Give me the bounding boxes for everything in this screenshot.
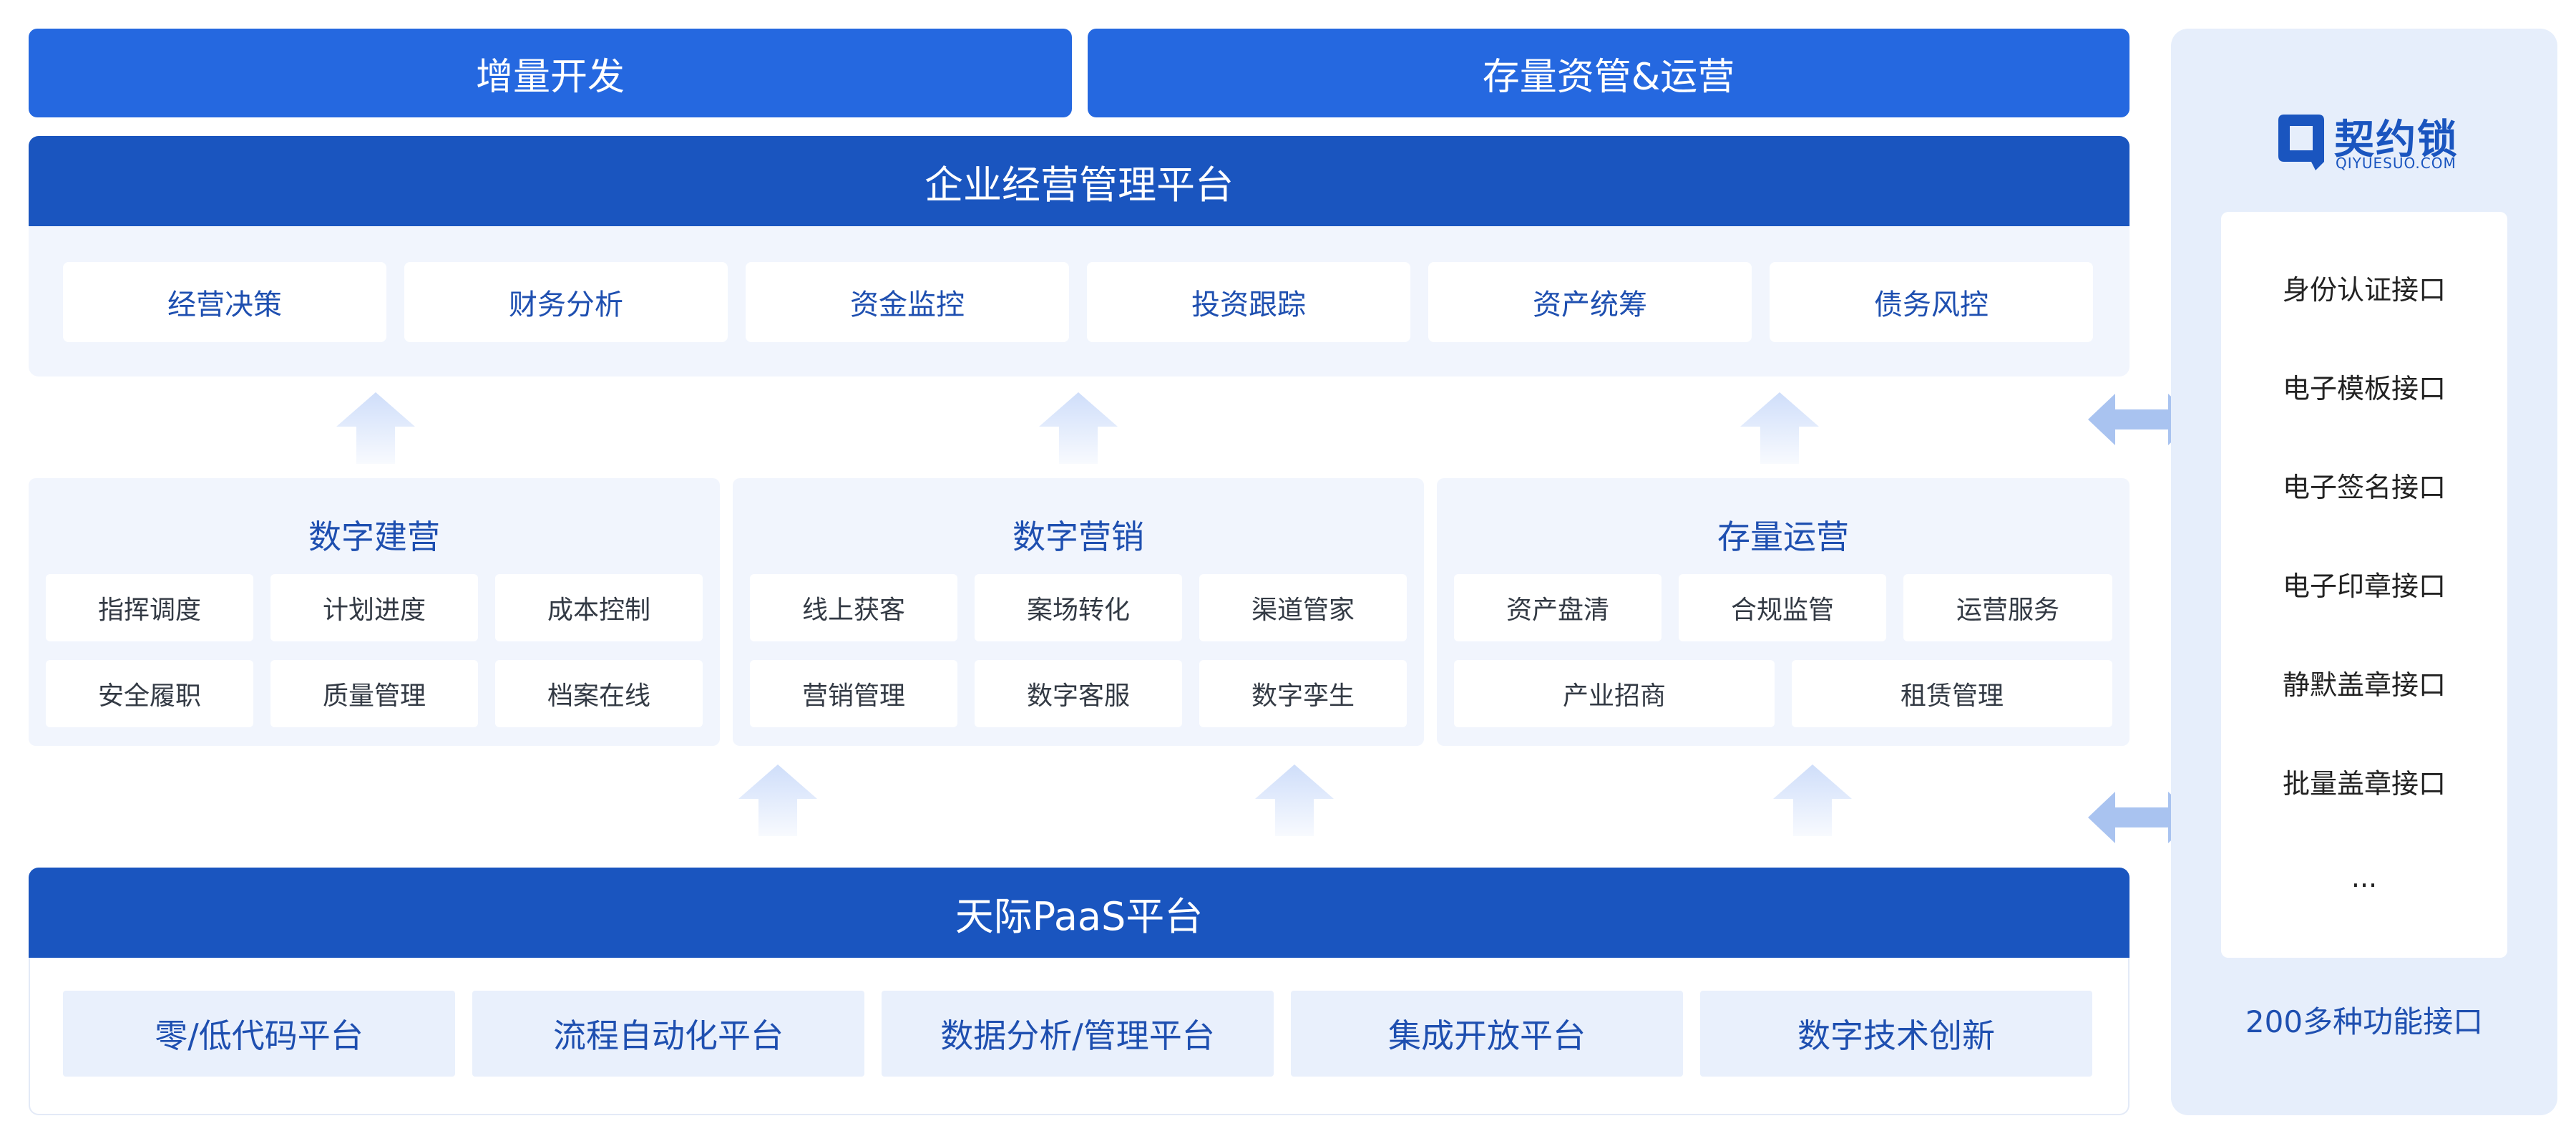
enterprise-platform-title: 企业经营管理平台 [924, 162, 1234, 208]
paas-item-label: 流程自动化平台 [553, 1016, 784, 1055]
enterprise-item-asset-plan: 资产统筹 [1428, 262, 1752, 342]
qiyuesuo-sidebar: 契约锁 QIYUESUO.COM 身份认证接口 电子模板接口 电子签名接口 电子… [2171, 29, 2557, 1115]
module-item-label: 运营服务 [1956, 596, 2059, 625]
module-item-label: 资产盘清 [1506, 596, 1609, 625]
module-item: 计划进度 [270, 574, 478, 641]
api-list-card: 身份认证接口 电子模板接口 电子签名接口 电子印章接口 静默盖章接口 批量盖章接… [2221, 212, 2507, 958]
module-item-label: 成本控制 [547, 596, 650, 625]
module-title: 数字建营 [308, 518, 440, 556]
up-arrow-icon [1039, 392, 1118, 464]
enterprise-platform-panel: 经营决策 财务分析 资金监控 投资跟踪 资产统筹 债务风控 [29, 226, 2129, 377]
double-arrow-icon [2088, 792, 2195, 843]
enterprise-item-fund-monitor: 资金监控 [746, 262, 1069, 342]
module-item-label: 质量管理 [322, 681, 426, 711]
enterprise-item-label: 资产统筹 [1533, 288, 1647, 321]
paas-platform-title-bar: 天际PaaS平台 [29, 868, 2129, 958]
module-digital-construction: 数字建营 指挥调度 计划进度 成本控制 安全履职 质量管理 档案在线 [29, 478, 720, 746]
module-item: 质量管理 [270, 660, 478, 727]
up-arrow-icon [1255, 764, 1334, 836]
module-item-label: 数字孪生 [1251, 681, 1355, 711]
api-item-batch-seal: 批量盖章接口 [2282, 768, 2446, 800]
module-item-label: 产业招商 [1562, 681, 1666, 711]
enterprise-item-label: 债务风控 [1874, 288, 1989, 321]
paas-platform-title: 天际PaaS平台 [955, 893, 1204, 939]
api-item-signature: 电子签名接口 [2282, 472, 2446, 503]
up-arrow-icon [1773, 764, 1852, 836]
module-item-label: 合规监管 [1730, 596, 1834, 625]
banner-incremental-development: 增量开发 [29, 29, 1072, 117]
api-item-silent-seal: 静默盖章接口 [2282, 669, 2446, 701]
module-item-label: 营销管理 [801, 681, 905, 711]
double-arrow-icon [2088, 394, 2195, 445]
banner-stock-label: 存量资管&运营 [1482, 55, 1735, 99]
module-item: 合规监管 [1679, 574, 1886, 641]
module-item-label: 指挥调度 [97, 596, 201, 625]
module-item: 租赁管理 [1792, 660, 2112, 727]
enterprise-item-label: 财务分析 [509, 288, 623, 321]
enterprise-item-decision: 经营决策 [63, 262, 386, 342]
module-title: 存量运营 [1717, 518, 1849, 556]
module-item: 成本控制 [495, 574, 703, 641]
up-arrow-icon [336, 392, 415, 464]
api-item-template: 电子模板接口 [2282, 373, 2446, 404]
paas-item-label: 数据分析/管理平台 [940, 1016, 1215, 1055]
module-item-label: 安全履职 [97, 681, 201, 711]
paas-item-data-analysis: 数据分析/管理平台 [882, 991, 1274, 1077]
module-item-label: 计划进度 [322, 596, 426, 625]
module-item-label: 数字客服 [1026, 681, 1130, 711]
up-arrow-icon [1740, 392, 1819, 464]
paas-platform-panel: 零/低代码平台 流程自动化平台 数据分析/管理平台 集成开放平台 数字技术创新 [29, 958, 2129, 1115]
enterprise-platform-title-bar: 企业经营管理平台 [29, 136, 2129, 226]
logo-text: 契约锁 [2334, 117, 2459, 163]
logo-subtext: QIYUESUO.COM [2336, 155, 2457, 172]
module-item: 案场转化 [975, 574, 1182, 641]
module-item-label: 案场转化 [1026, 596, 1130, 625]
module-item: 产业招商 [1454, 660, 1775, 727]
paas-item-process-automation: 流程自动化平台 [472, 991, 864, 1077]
module-item: 数字客服 [975, 660, 1182, 727]
banner-stock-asset-operation: 存量资管&运营 [1088, 29, 2129, 117]
module-item: 运营服务 [1903, 574, 2112, 641]
up-arrow-icon [738, 764, 817, 836]
enterprise-item-investment: 投资跟踪 [1087, 262, 1410, 342]
enterprise-item-label: 资金监控 [850, 288, 965, 321]
qiyuesuo-logo-icon [2278, 115, 2324, 170]
enterprise-item-label: 投资跟踪 [1191, 288, 1306, 321]
module-item: 安全履职 [46, 660, 253, 727]
module-item: 档案在线 [495, 660, 703, 727]
module-digital-marketing: 数字营销 线上获客 案场转化 渠道管家 营销管理 数字客服 数字孪生 [733, 478, 1424, 746]
sidebar-footer: 200多种功能接口 [2245, 1004, 2484, 1039]
module-item: 数字孪生 [1199, 660, 1407, 727]
module-item-label: 档案在线 [547, 681, 650, 711]
module-title: 数字营销 [1013, 518, 1144, 556]
api-item-more: ... [2351, 862, 2378, 893]
paas-item-label: 零/低代码平台 [155, 1016, 364, 1055]
module-item: 渠道管家 [1199, 574, 1407, 641]
enterprise-item-debt-risk: 债务风控 [1770, 262, 2093, 342]
module-item: 营销管理 [750, 660, 957, 727]
module-item: 指挥调度 [46, 574, 253, 641]
qiyuesuo-logo: 契约锁 QIYUESUO.COM [2274, 107, 2460, 179]
enterprise-item-label: 经营决策 [167, 288, 282, 321]
api-item-identity: 身份认证接口 [2282, 274, 2446, 306]
enterprise-item-finance: 财务分析 [404, 262, 728, 342]
paas-item-integration: 集成开放平台 [1291, 991, 1683, 1077]
banner-incremental-label: 增量开发 [475, 55, 625, 99]
module-item: 资产盘清 [1454, 574, 1662, 641]
paas-item-label: 数字技术创新 [1797, 1016, 1995, 1055]
api-item-seal: 电子印章接口 [2282, 571, 2446, 602]
paas-item-label: 集成开放平台 [1388, 1016, 1586, 1055]
module-item-label: 租赁管理 [1900, 681, 2004, 711]
paas-item-tech-innovation: 数字技术创新 [1700, 991, 2092, 1077]
module-item-label: 线上获客 [801, 596, 905, 625]
module-stock-operation: 存量运营 资产盘清 合规监管 运营服务 产业招商 租赁管理 [1437, 478, 2129, 746]
module-item-label: 渠道管家 [1251, 596, 1355, 625]
module-item: 线上获客 [750, 574, 957, 641]
paas-item-lowcode: 零/低代码平台 [63, 991, 455, 1077]
